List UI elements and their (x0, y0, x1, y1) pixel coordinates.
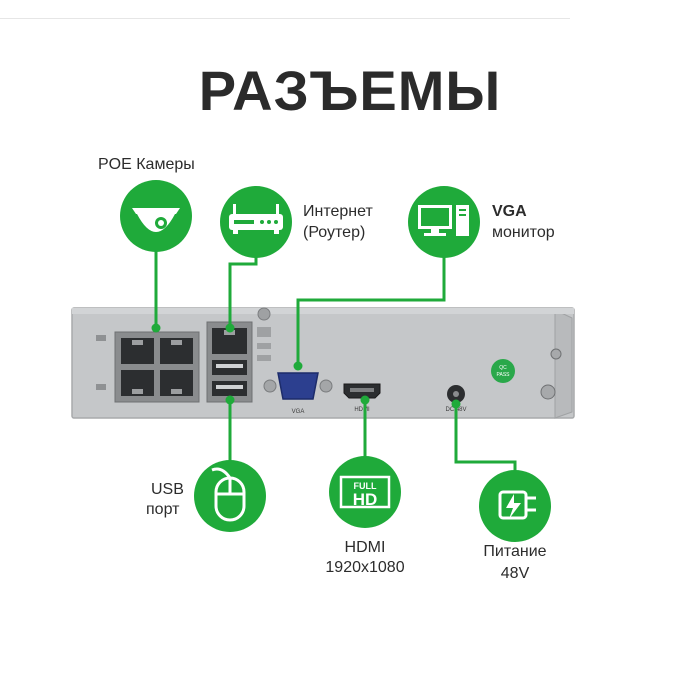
router-icon (220, 186, 292, 258)
power-plug-icon (479, 470, 551, 542)
mouse-icon (194, 460, 266, 532)
usb-label-line1: USB (151, 481, 184, 498)
vga-label-line1: VGA (492, 203, 527, 220)
poe-ports (96, 331, 200, 403)
vga-port-label: VGA (292, 409, 305, 415)
lan-usb-ports (206, 307, 271, 403)
hdmi-label-line2: 1920x1080 (325, 559, 405, 576)
qc-pass-badge: QC PASS (491, 359, 515, 383)
top-divider (0, 18, 570, 19)
internet-label-line1: Интернет (303, 203, 373, 220)
vga-port: VGA (263, 372, 333, 415)
full-hd-top: FULL (354, 481, 377, 491)
power-label-line2: 48V (500, 565, 530, 582)
dome-camera-icon (120, 180, 192, 252)
hdmi-port-label: HDMI (354, 407, 370, 413)
qc-line1: QC (499, 365, 507, 371)
hdmi-label-line1: HDMI (344, 539, 386, 556)
hdmi-port: HDMI (343, 383, 381, 413)
poe-label: POE Камеры (98, 156, 195, 173)
full-hd-icon: FULL HD (329, 456, 401, 528)
vga-label-line2: монитор (492, 224, 555, 241)
usb-label-line2: порт (146, 501, 180, 518)
monitor-pc-icon (408, 186, 480, 258)
connector-dots (151, 323, 461, 409)
full-hd-main: HD (353, 490, 378, 509)
internet-label-line2: (Роутер) (303, 224, 366, 241)
power-label-line1: Питание (483, 543, 547, 560)
ground-screw (540, 348, 562, 400)
qc-line2: PASS (497, 372, 511, 378)
page-title: РАЗЪЕМЫ (198, 59, 502, 122)
